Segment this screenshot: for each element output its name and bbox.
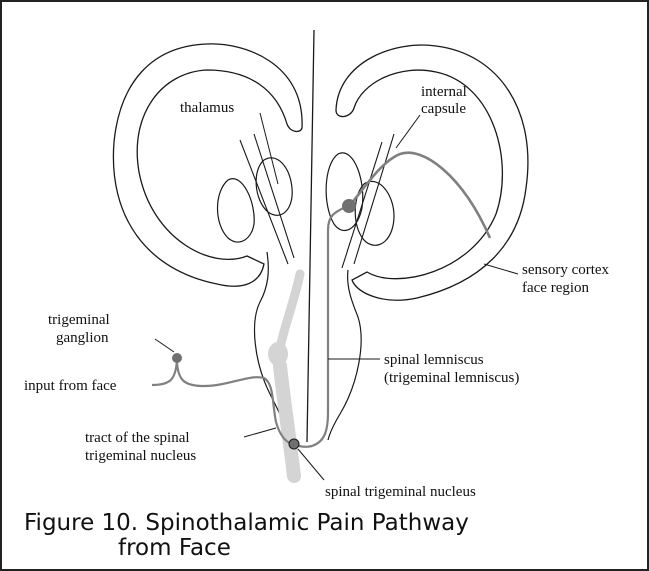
label-trigeminal-ganglion-line2: ganglion bbox=[56, 330, 109, 346]
label-internal-capsule-line2: capsule bbox=[421, 101, 466, 117]
spinal-trigeminal-nucleus-band bbox=[280, 366, 294, 476]
left-internal-capsule-fiber bbox=[254, 134, 294, 258]
label-spinal-trigeminal-nucleus: spinal trigeminal nucleus bbox=[325, 484, 476, 500]
second-order-neuron bbox=[294, 206, 348, 447]
third-order-neuron bbox=[349, 153, 490, 238]
label-input-from-face: input from face bbox=[24, 378, 117, 394]
label-trigeminal-ganglion-line1: trigeminal bbox=[48, 312, 110, 328]
left-hemisphere-outline bbox=[113, 44, 302, 286]
thalamus-leader bbox=[260, 113, 278, 184]
left-thalamus-lobe-outer bbox=[218, 179, 255, 242]
trigeminal-ganglion-cell bbox=[172, 353, 182, 363]
figure-caption-line1: Figure 10. Spinothalamic Pain Pathway bbox=[24, 510, 469, 536]
label-internal-capsule-line1: internal bbox=[421, 84, 467, 100]
sensory-cortex-leader bbox=[484, 264, 518, 274]
label-tract-spinal-trigeminal-line2: trigeminal nucleus bbox=[85, 448, 196, 464]
label-sensory-cortex-line2: face region bbox=[522, 280, 590, 296]
label-spinal-lemniscus-line2: (trigeminal lemniscus) bbox=[384, 370, 519, 386]
label-spinal-lemniscus-line1: spinal lemniscus bbox=[384, 352, 484, 368]
internal-capsule-leader bbox=[396, 115, 420, 148]
tract-spinal-trigeminal-leader bbox=[244, 428, 276, 437]
spinal-trigeminal-nucleus-cell bbox=[289, 439, 299, 449]
label-tract-spinal-trigeminal-line1: tract of the spinal bbox=[85, 430, 190, 446]
right-internal-capsule-fiber bbox=[354, 134, 394, 264]
figure-caption: Figure 10. Spinothalamic Pain Pathway fr… bbox=[24, 511, 469, 561]
label-sensory-cortex-line1: sensory cortex bbox=[522, 262, 610, 278]
spinal-trigeminal-nucleus-leader bbox=[298, 449, 324, 480]
spinal-trigeminal-tract bbox=[280, 274, 300, 348]
left-thalamus-lobe-inner bbox=[256, 158, 292, 215]
left-internal-capsule-fiber bbox=[240, 140, 288, 264]
brain-midline bbox=[307, 30, 314, 442]
thalamic-vpm-cell bbox=[342, 199, 356, 213]
label-thalamus: thalamus bbox=[180, 100, 234, 116]
figure-caption-line2: from Face bbox=[24, 536, 469, 561]
trigeminal-ganglion-leader bbox=[155, 339, 174, 352]
brainstem-outline-right bbox=[328, 270, 361, 440]
